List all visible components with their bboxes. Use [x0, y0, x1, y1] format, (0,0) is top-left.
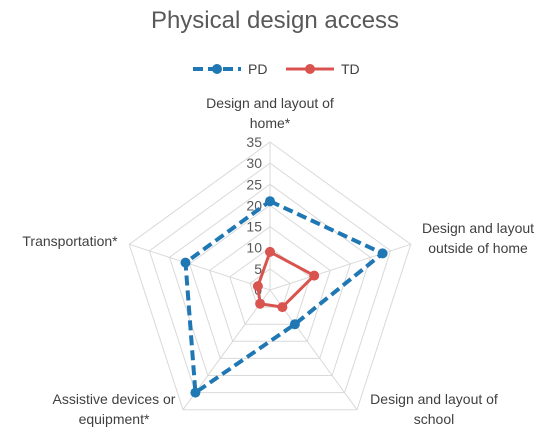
category-label-line: school: [414, 411, 454, 427]
category-label-2: Design and layout of school: [370, 391, 498, 427]
data-point-td-2: [277, 302, 288, 313]
data-point-pd-1: [377, 248, 388, 259]
grid-ring-20: [189, 204, 351, 359]
legend-marker-td: [305, 64, 315, 74]
data-point-pd-3: [190, 387, 201, 398]
grid-spoke: [129, 243, 271, 291]
legend: PD TD: [193, 61, 360, 77]
radial-tick-labels: 05101520253035: [246, 134, 262, 298]
grid-ring-10: [229, 247, 311, 325]
data-point-td-1: [309, 270, 320, 281]
legend-label-td: TD: [341, 61, 360, 77]
legend-label-pd: PD: [248, 61, 267, 77]
data-point-td-3: [255, 298, 266, 309]
grid-ring-15: [209, 225, 331, 342]
tick-label-30: 30: [246, 155, 262, 171]
data-point-td-0: [265, 246, 275, 257]
category-label-line: outside of home: [428, 240, 528, 256]
grid-ring-25: [168, 183, 372, 376]
tick-label-25: 25: [246, 176, 262, 192]
category-label-line: Assistive devices or: [53, 391, 176, 407]
category-label-4: Transportation*: [22, 233, 118, 249]
chart-title: Physical design access: [151, 7, 399, 34]
category-label-3: Assistive devices or equipment*: [53, 391, 176, 427]
series-layer: [180, 196, 388, 398]
grid-spoke: [269, 243, 411, 291]
grid-ring-30: [148, 162, 392, 394]
tick-label-5: 5: [254, 261, 262, 277]
data-point-pd-4: [180, 257, 191, 268]
grid-ring-5: [249, 268, 291, 308]
tick-label-15: 15: [246, 219, 262, 235]
category-label-line: Design and layout of: [370, 391, 498, 407]
category-label-line: equipment*: [79, 411, 150, 427]
category-label-line: Design and layout of: [206, 95, 334, 111]
category-label-0: Design and layout of home*: [206, 95, 334, 131]
grid-ring-35: [128, 141, 412, 411]
radar-grid: [128, 141, 412, 411]
tick-label-35: 35: [246, 134, 262, 150]
series-line-td: [256, 250, 316, 309]
legend-marker-pd: [212, 64, 222, 74]
category-label-line: home*: [250, 115, 291, 131]
data-point-td-4: [252, 281, 263, 292]
tick-label-10: 10: [246, 240, 262, 256]
data-point-pd-2: [289, 319, 300, 330]
category-label-line: Design and layout: [422, 220, 534, 236]
series-line-pd: [183, 199, 385, 395]
category-label-1: Design and layout outside of home: [422, 220, 534, 256]
category-label-line: Transportation*: [22, 233, 118, 249]
data-point-pd-0: [265, 196, 275, 207]
